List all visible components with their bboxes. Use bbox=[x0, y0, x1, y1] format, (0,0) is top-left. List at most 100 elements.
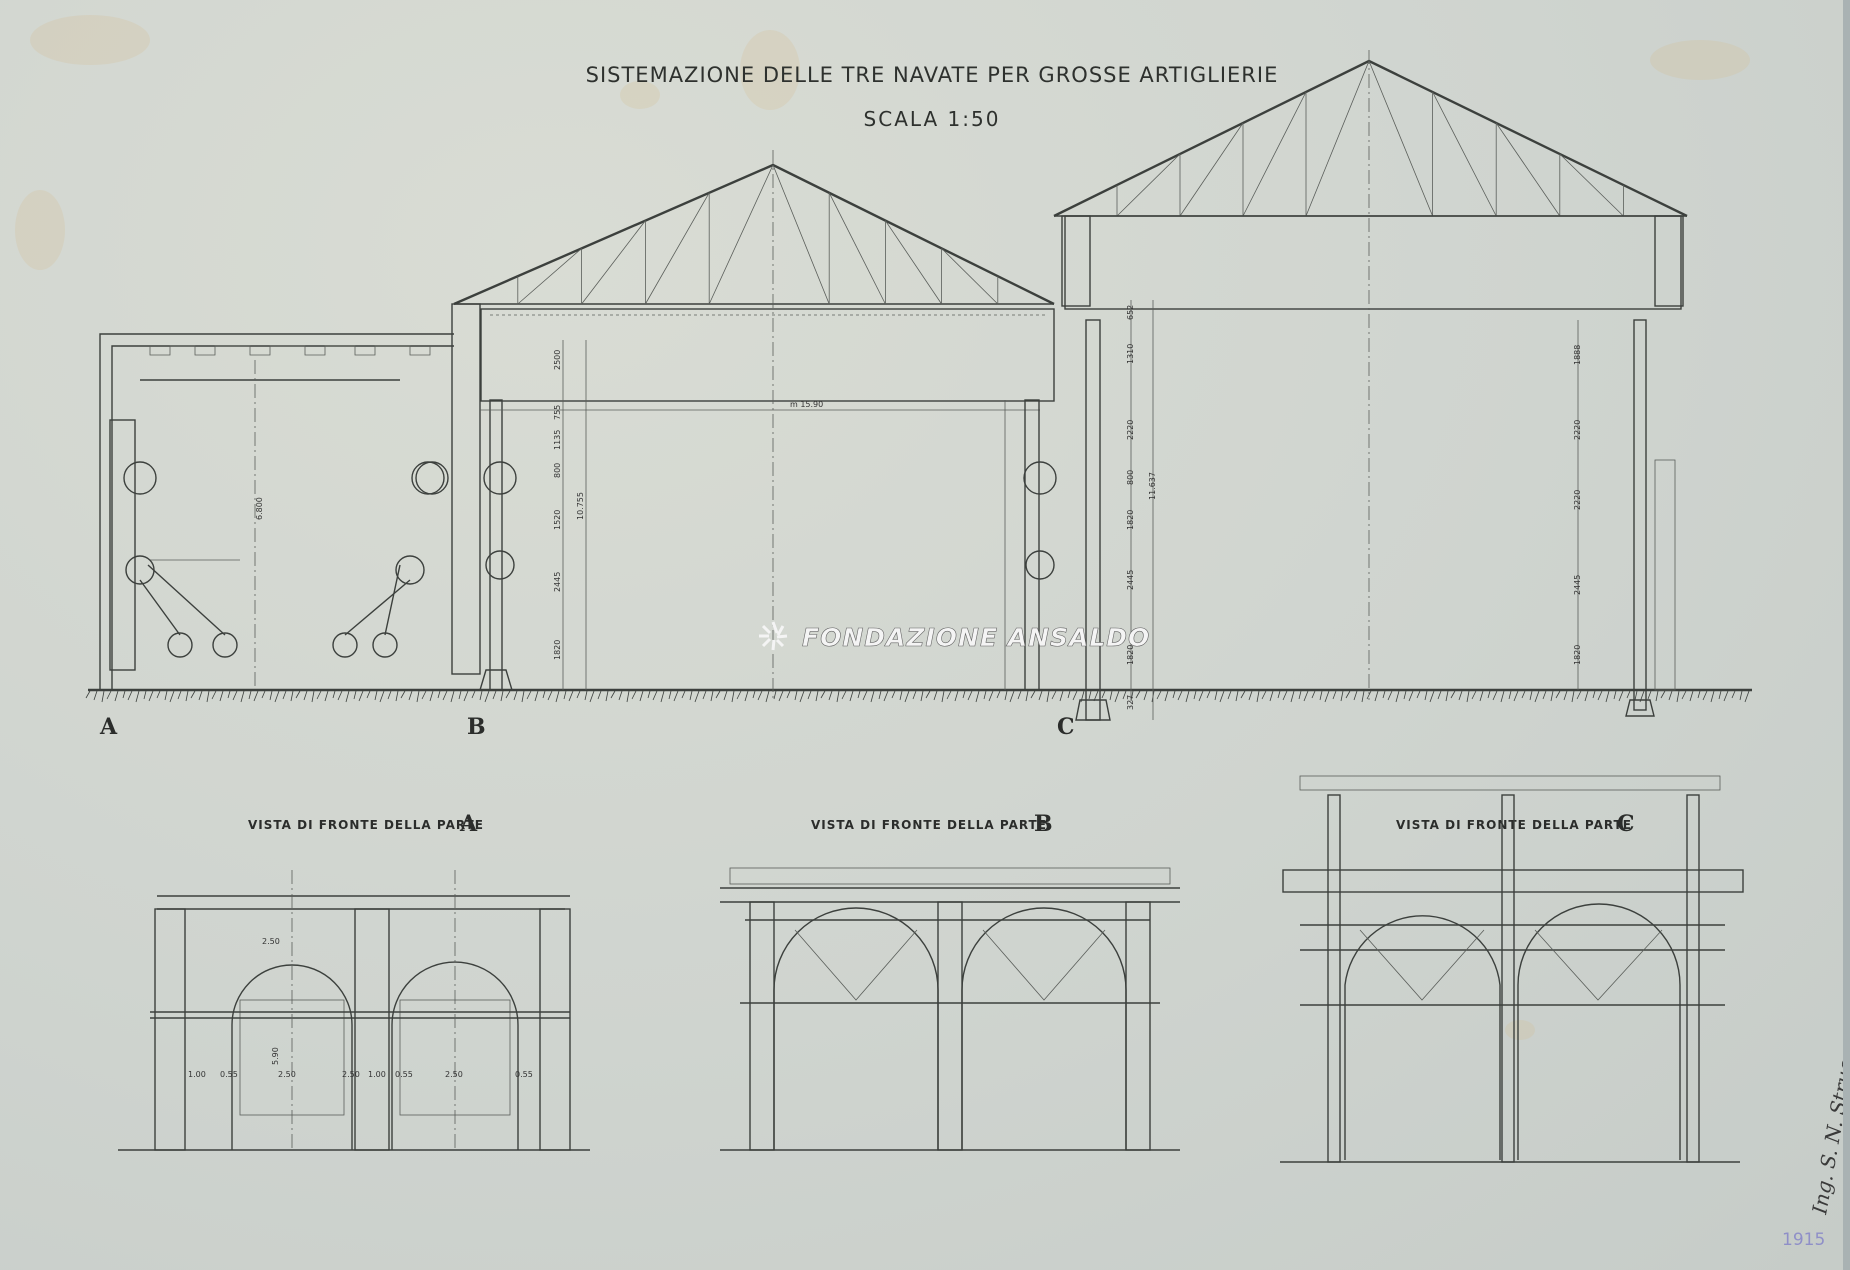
ground-hatch bbox=[605, 690, 609, 702]
ground-hatch bbox=[1366, 690, 1372, 700]
ground-hatch bbox=[710, 690, 714, 702]
ground-hatch bbox=[324, 690, 329, 702]
ground-hatch bbox=[1256, 690, 1260, 703]
ground-hatch bbox=[647, 690, 651, 699]
ground-hatch bbox=[1248, 690, 1253, 701]
ground-hatch bbox=[673, 690, 679, 702]
ground-hatch bbox=[597, 690, 602, 700]
section-part-a: 6.800 bbox=[99, 333, 454, 690]
ground-hatch bbox=[1340, 690, 1344, 702]
ground-hatch bbox=[295, 690, 301, 699]
ground-hatch bbox=[975, 690, 980, 703]
ground-hatch bbox=[471, 690, 476, 699]
ground-hatch bbox=[786, 690, 791, 699]
truss-diagonal bbox=[1368, 60, 1433, 217]
ground-hatch bbox=[458, 690, 462, 700]
ground-hatch bbox=[1206, 690, 1211, 699]
ground-hatch bbox=[379, 690, 385, 703]
dim-label: 1310 bbox=[1126, 344, 1135, 364]
ground-hatch bbox=[891, 690, 896, 699]
ground-hatch bbox=[1172, 690, 1176, 699]
ansaldo-logo-icon bbox=[759, 621, 788, 651]
front-view-a: VISTA DI FRONTE DELLA PARTE A 2.50 5.90 … bbox=[118, 811, 590, 1151]
ground-hatch bbox=[1198, 690, 1204, 702]
ground-hatch bbox=[820, 690, 826, 699]
ground-hatch bbox=[164, 690, 168, 701]
dim-label: 652 bbox=[1126, 305, 1135, 320]
dim-label: 327 bbox=[1126, 695, 1135, 710]
ground-hatch bbox=[408, 690, 413, 701]
ground-hatch bbox=[1592, 690, 1596, 699]
truss-diagonal bbox=[581, 220, 646, 305]
ground-hatch bbox=[1647, 690, 1652, 700]
ground-hatch bbox=[1240, 690, 1246, 699]
ground-hatch bbox=[1303, 690, 1309, 702]
ground-hatch bbox=[542, 690, 546, 699]
dim-label: 800 bbox=[553, 463, 562, 478]
section-label-c: C bbox=[1057, 714, 1075, 740]
ground-hatch bbox=[1710, 690, 1715, 703]
ground-hatch bbox=[416, 690, 420, 703]
ground-hatch bbox=[1744, 690, 1750, 703]
ground-hatch bbox=[1017, 690, 1022, 700]
ground-hatch bbox=[1219, 690, 1225, 703]
ground-hatch bbox=[1353, 690, 1358, 701]
ground-hatch bbox=[723, 690, 728, 701]
truss-diagonal bbox=[885, 220, 942, 305]
ground-hatch bbox=[479, 690, 483, 701]
ground-hatch bbox=[521, 690, 525, 703]
dim-label: 1.00 bbox=[368, 1070, 386, 1079]
ground-hatch bbox=[765, 690, 770, 703]
ground-hatch bbox=[269, 690, 273, 701]
section-label-a: A bbox=[99, 714, 118, 740]
watermark-text: FONDAZIONE ANSALDO bbox=[802, 623, 1150, 652]
dim-label: 2500 bbox=[553, 350, 562, 370]
ground-hatch bbox=[421, 690, 427, 700]
ground-hatch bbox=[883, 690, 889, 702]
ground-hatch bbox=[933, 690, 938, 701]
ground-hatch bbox=[534, 690, 539, 702]
ground-hatch bbox=[332, 690, 336, 699]
dim-label: 2.50 bbox=[342, 1070, 360, 1079]
ground-hatch bbox=[1059, 690, 1064, 702]
ground-hatch bbox=[862, 690, 868, 701]
ground-hatch bbox=[1718, 690, 1722, 700]
ground-hatch bbox=[744, 690, 749, 702]
ground-hatch bbox=[1038, 690, 1043, 701]
ground-hatch bbox=[752, 690, 756, 699]
ground-hatch bbox=[1550, 690, 1554, 702]
paper-stains bbox=[15, 15, 1750, 1040]
ground-hatch bbox=[1088, 690, 1092, 700]
ground-hatch bbox=[311, 690, 315, 703]
ground-hatch bbox=[568, 690, 574, 702]
ground-hatch bbox=[589, 690, 595, 703]
ground-hatch bbox=[1534, 690, 1540, 703]
ground-hatch bbox=[660, 690, 665, 703]
ground-hatch bbox=[694, 690, 700, 703]
ground-hatch bbox=[815, 690, 819, 702]
dim-label: 0.55 bbox=[395, 1070, 413, 1079]
ground-hatch bbox=[1177, 690, 1183, 701]
ground-hatch bbox=[1332, 690, 1337, 700]
truss-diagonal bbox=[1559, 153, 1624, 217]
ground-hatch bbox=[639, 690, 644, 702]
ground-hatch bbox=[1345, 690, 1351, 699]
ground-hatch bbox=[836, 690, 840, 703]
ground-hatch bbox=[1660, 690, 1666, 699]
ground-hatch bbox=[773, 690, 777, 700]
dimensions-column-b: 2500 755 1135 800 1520 2445 1820 10.755 bbox=[553, 350, 585, 660]
ground-hatch bbox=[1298, 690, 1302, 700]
ground-hatch bbox=[1731, 690, 1736, 699]
ground-hatch bbox=[1067, 690, 1071, 699]
ground-hatch bbox=[1576, 690, 1582, 700]
ground-hatch bbox=[1235, 690, 1239, 702]
ground-hatch bbox=[681, 690, 686, 699]
ground-hatch bbox=[1004, 690, 1008, 701]
ground-hatch bbox=[1655, 690, 1659, 702]
ground-hatch bbox=[114, 690, 119, 702]
dim-span: m 15.90 bbox=[790, 400, 823, 409]
ground-hatch bbox=[1319, 690, 1323, 701]
ground-hatch bbox=[122, 690, 126, 699]
dim-label: 1520 bbox=[553, 510, 562, 530]
ground-hatch bbox=[513, 690, 518, 701]
